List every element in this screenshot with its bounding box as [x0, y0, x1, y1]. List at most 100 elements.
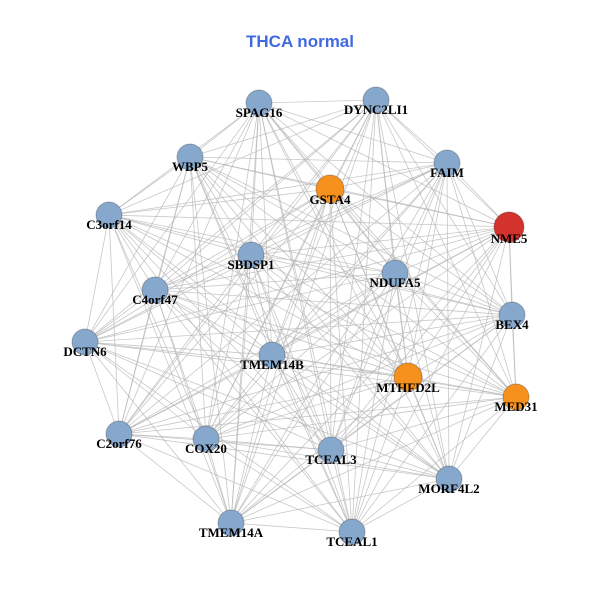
network-edge [250, 254, 273, 356]
network-edge [118, 354, 273, 435]
network-edge [394, 162, 448, 274]
network-edge [108, 99, 377, 216]
node-label-NME5: NME5 [491, 231, 528, 246]
node-label-NDUFA5: NDUFA5 [369, 275, 421, 290]
network-edge [230, 272, 396, 524]
network-edge [258, 102, 332, 451]
node-label-FAIM: FAIM [430, 165, 464, 180]
network-edge [394, 272, 513, 316]
network-node-MTHFD2L [393, 362, 423, 392]
network-edge [154, 99, 377, 291]
network-node-MED31 [502, 383, 530, 411]
network-edge [118, 376, 409, 435]
network-edge [351, 396, 517, 533]
network-edge [189, 99, 377, 158]
network-edge [108, 214, 332, 451]
network-edge [84, 341, 120, 435]
network-edge [271, 354, 450, 480]
network-edge [108, 214, 120, 435]
network-edge [205, 162, 448, 440]
network-edge [271, 354, 517, 398]
network-node-TCEAL3 [317, 436, 345, 464]
network-node-TCEAL1 [338, 518, 366, 546]
network-node-C4orf47 [141, 276, 169, 304]
network-edge [205, 254, 252, 440]
network-edge [108, 162, 448, 216]
network-edge [108, 214, 156, 291]
network-edge [271, 162, 448, 356]
network-edge [118, 272, 396, 435]
network-edge [84, 272, 396, 343]
network-edge [84, 341, 207, 440]
network-node-C3orf14 [95, 201, 123, 229]
network-node-DYNC2LI1 [362, 86, 390, 114]
network-edge [258, 99, 377, 104]
network-edge [108, 214, 252, 256]
network-node-MORF4L2 [435, 465, 463, 493]
node-label-DCTN6: DCTN6 [63, 344, 107, 359]
network-edge [205, 438, 353, 533]
network-edge [108, 214, 207, 440]
network-edge [351, 478, 450, 533]
network-edge [271, 354, 332, 451]
network-edge [84, 289, 156, 343]
network-edge [84, 99, 377, 343]
network-node-NME5 [493, 211, 525, 243]
node-label-C2orf76: C2orf76 [96, 436, 142, 451]
network-edge [108, 214, 510, 228]
network-edge [84, 341, 517, 398]
network-edge [250, 254, 332, 451]
network-edge [189, 156, 252, 256]
node-label-TMEM14A: TMEM14A [199, 525, 264, 540]
node-label-TCEAL1: TCEAL1 [326, 534, 377, 549]
network-edge [329, 188, 332, 451]
network-edge [330, 376, 409, 451]
network-edge [258, 102, 450, 480]
network-edge [154, 289, 353, 533]
network-edge [84, 341, 232, 524]
network-edge [271, 354, 353, 533]
network-node-NDUFA5 [381, 259, 409, 287]
network-edge [189, 156, 517, 398]
network-edge [118, 433, 232, 524]
network-edge [154, 289, 409, 378]
network-edge [189, 156, 207, 440]
node-label-SBDSP1: SBDSP1 [228, 257, 275, 272]
network-edge [448, 396, 517, 480]
network-edge [330, 99, 377, 451]
network-edge [118, 314, 513, 435]
network-edge [394, 272, 409, 378]
network-edge [205, 272, 396, 440]
network-edge [154, 226, 510, 291]
network-edge [329, 162, 448, 190]
network-edge [375, 99, 513, 316]
network-edge [205, 226, 510, 440]
network-edge [189, 156, 409, 378]
network-edge [394, 226, 510, 274]
network-edge [329, 188, 510, 228]
node-label-TMEM14B: TMEM14B [240, 357, 304, 372]
network-edge [189, 156, 448, 164]
network-edge [189, 156, 396, 274]
node-label-C3orf14: C3orf14 [86, 217, 132, 232]
network-edge [154, 289, 232, 524]
network-edge [407, 376, 517, 398]
network-node-TMEM14B [258, 341, 286, 369]
network-edge [351, 226, 510, 533]
network-edge [118, 188, 331, 435]
network-edge [189, 156, 450, 480]
network-edge [271, 272, 396, 356]
network-edge [118, 289, 156, 435]
network-node-WBP5 [176, 143, 204, 171]
network-edge [84, 314, 513, 343]
node-label-MORF4L2: MORF4L2 [418, 481, 479, 496]
node-label-MTHFD2L: MTHFD2L [376, 380, 440, 395]
network-edge [205, 188, 331, 440]
network-edge [84, 341, 409, 378]
network-edge [407, 314, 513, 378]
network-edge [230, 102, 260, 524]
network-edge [189, 156, 332, 451]
node-label-WBP5: WBP5 [172, 159, 209, 174]
